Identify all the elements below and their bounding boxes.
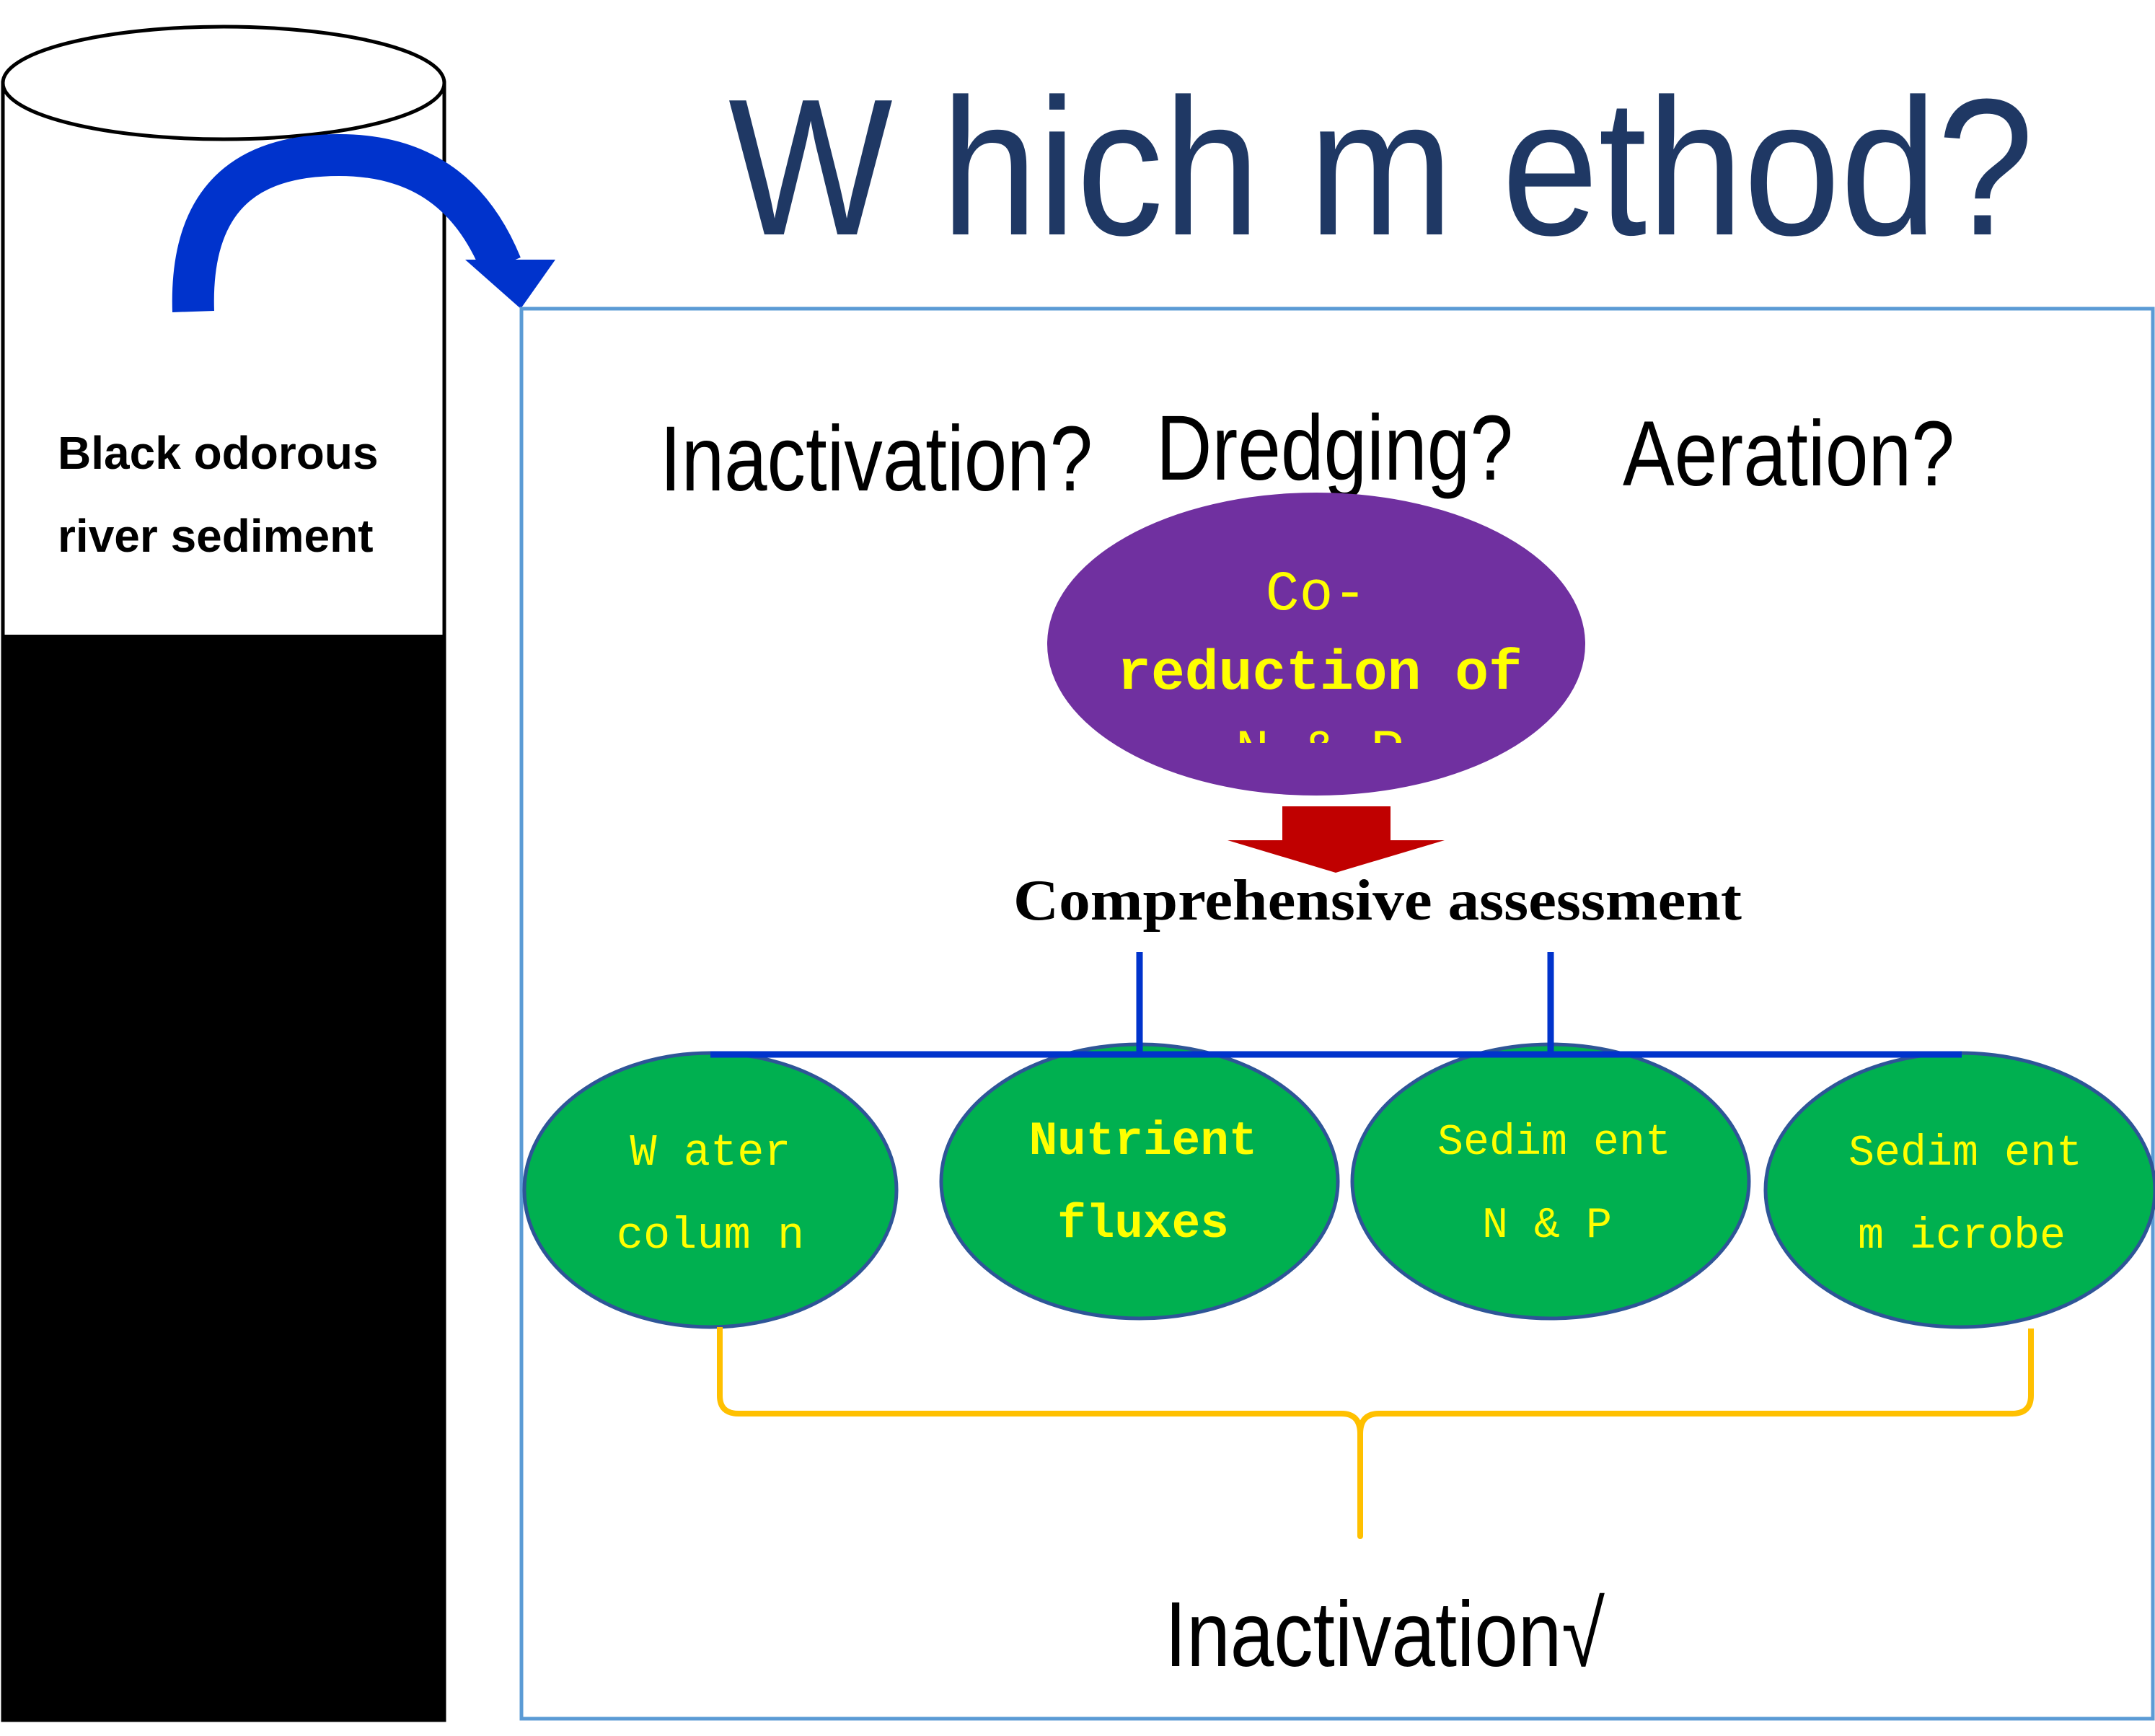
curved-arrow: [172, 133, 555, 312]
criterion-line1: Sedim ent: [1437, 1119, 1671, 1168]
sediment-fill: [3, 635, 446, 1720]
criterion-line1: Nutrient: [1029, 1114, 1258, 1168]
criterion-sediment-np: Sedim ent N & P: [1350, 1042, 1751, 1321]
curved-arrow-shaft: [172, 133, 521, 312]
criterion-line2: colum n: [617, 1210, 804, 1261]
criterion-line1: W ater: [630, 1127, 790, 1178]
central-node-ellipse: [1047, 493, 1585, 796]
central-node-line1: Co-: [1266, 563, 1367, 627]
down-arrow: [1228, 806, 1445, 873]
curved-arrow-head: [465, 260, 555, 309]
cylinder-top-ellipse: [1, 25, 446, 141]
assessment-label: Comprehensive assessment: [1013, 869, 1742, 933]
option-aeration: Aeration?: [1623, 402, 1955, 506]
criterion-ellipse: [1350, 1042, 1751, 1321]
criterion-line2: N & P: [1482, 1202, 1612, 1251]
criterion-line1: Sedim ent: [1848, 1129, 2082, 1178]
page-title: W hich m ethod?: [728, 59, 2034, 276]
connector-lines: [710, 952, 1962, 1058]
central-node: Co- reduction of N & P: [1047, 493, 1585, 796]
criterion-ellipse: [522, 1051, 899, 1329]
criterion-ellipse: [1763, 1051, 2155, 1329]
criterion-sediment-microbe: Sedim ent m icrobe: [1763, 1051, 2155, 1329]
criteria-row: W ater colum n Nutrient fluxes Sedim ent…: [522, 1042, 2155, 1329]
result-label: Inactivation√: [1165, 1583, 1605, 1686]
option-dredging: Dredging?: [1156, 397, 1513, 500]
criterion-water-column: W ater colum n: [522, 1051, 899, 1329]
criterion-line2: fluxes: [1057, 1197, 1229, 1251]
summary-brace: [717, 1327, 2034, 1539]
criterion-line2: m icrobe: [1858, 1212, 2066, 1261]
cylinder-label-line2: river sediment: [58, 510, 374, 562]
criterion-nutrient-fluxes: Nutrient fluxes: [939, 1042, 1340, 1321]
central-node-line2: reduction of: [1117, 643, 1522, 706]
method-panel: [519, 307, 2155, 1721]
criterion-ellipse: [939, 1042, 1340, 1321]
cylinder-label-line1: Black odorous: [58, 427, 379, 479]
option-inactivation: Inactivation?: [660, 407, 1093, 511]
sediment-cylinder: Black odorous river sediment: [1, 25, 446, 1722]
central-node-line3: N & P: [1235, 722, 1404, 785]
